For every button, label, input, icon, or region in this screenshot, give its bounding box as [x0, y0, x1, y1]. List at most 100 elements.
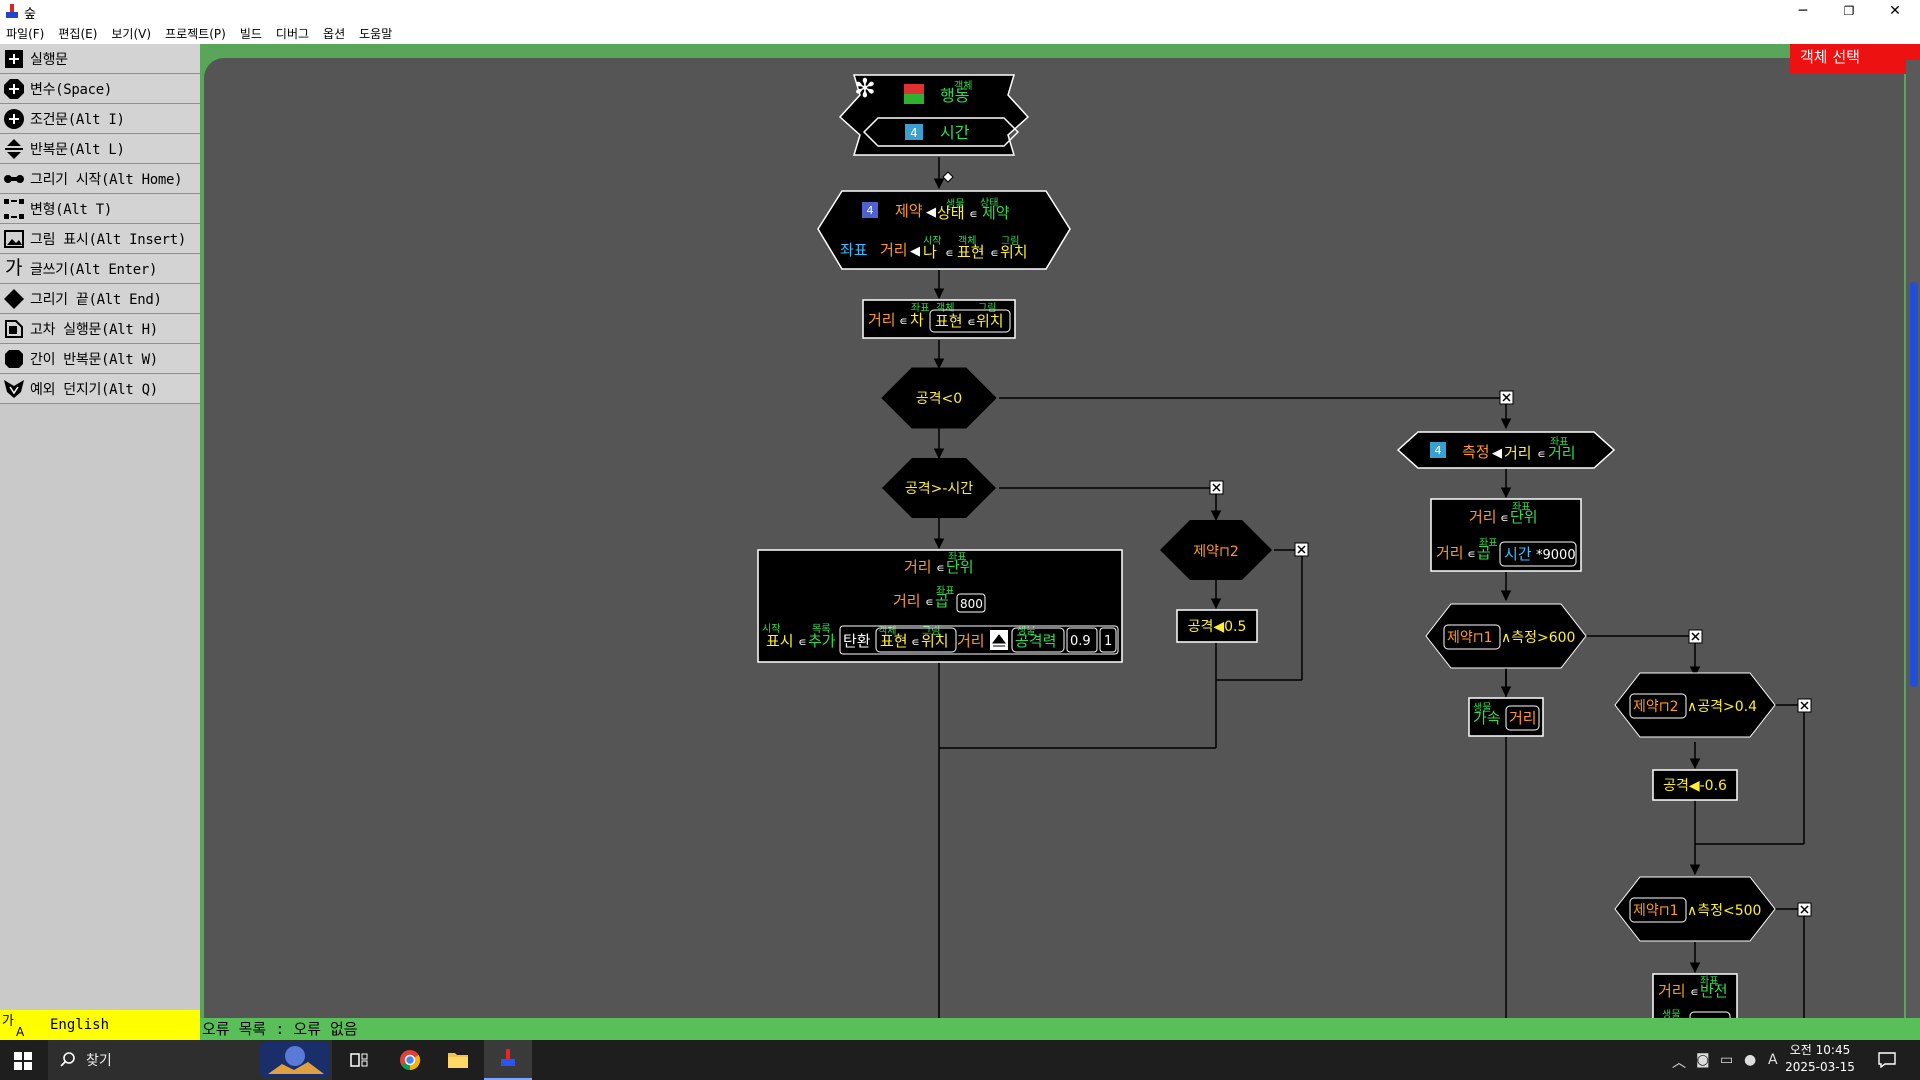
svg-text:좌표: 좌표 [1512, 501, 1530, 513]
condition-node[interactable]: 공격>-시간 [882, 458, 996, 518]
svg-text:◀: ◀ [1492, 446, 1502, 461]
windows-taskbar: 찾기 ︿ ◙ ▭ ● A 오전 10:45 2025-03-15 [0, 1040, 1920, 1080]
param-label: 시간 [940, 123, 970, 142]
statement-node[interactable]: 공격◀-0.6 [1652, 769, 1738, 801]
breakpoint-marker[interactable] [942, 171, 954, 183]
svg-text:차: 차 [910, 311, 924, 329]
svg-text:제약⊓2: 제약⊓2 [1193, 544, 1239, 560]
condition-node[interactable]: 제약⊓1 ∧측정<500 [1614, 876, 1776, 942]
statement-node[interactable]: 공격◀0.5 [1176, 609, 1258, 643]
minimize-button[interactable]: ─ [1798, 3, 1808, 19]
svg-text:반전: 반전 [1700, 982, 1728, 1000]
taskbar-search-box[interactable]: 찾기 [48, 1040, 332, 1080]
svg-text:표현: 표현 [880, 632, 908, 650]
svg-text:객체: 객체 [936, 302, 954, 314]
svg-text:탄환: 탄환 [843, 632, 871, 650]
statement-node[interactable]: 좌표 거리 ∊ 단위 좌표 거리 ∊ 곱 시간 *9000 [1430, 498, 1582, 572]
svg-text:단위: 단위 [946, 558, 974, 576]
false-branch-toggle[interactable] [1797, 698, 1812, 713]
tray-mic-icon[interactable]: ● [1744, 1052, 1757, 1068]
tool-label: 반복문(Alt L) [30, 142, 125, 158]
menu-build[interactable]: 빌드 [239, 27, 262, 41]
menu-edit[interactable]: 편집(E) [58, 27, 98, 41]
svg-text:제약: 제약 [895, 202, 923, 220]
tool-condition[interactable]: 조건문(Alt I) [0, 104, 200, 134]
tool-text[interactable]: 가 글쓰기(Alt Enter) [0, 254, 200, 284]
close-button[interactable]: ✕ [1889, 3, 1901, 19]
statement-node[interactable]: 좌표 객체 그림 거리 ∊ 차 표현 ∊ 위치 [862, 299, 1016, 339]
menu-view[interactable]: 보기(V) [111, 27, 152, 41]
svg-text:공격◀-0.6: 공격◀-0.6 [1663, 778, 1727, 794]
tray-ime-icon[interactable]: A [1768, 1052, 1778, 1068]
restore-button[interactable]: ❐ [1843, 4, 1855, 18]
tool-draw-start[interactable]: 그리기 시작(Alt Home) [0, 164, 200, 194]
chrome-icon[interactable] [399, 1049, 421, 1071]
svg-text:시작: 시작 [923, 235, 941, 247]
svg-text:∊: ∊ [1537, 447, 1546, 461]
flowchart-svg: 객체 행동 4 시간 ✻ 4 생물 상태 제약 ◀ 상태 ∊ 제약 시작 객체 … [757, 74, 1812, 1018]
condition-node[interactable]: 제약⊓2 [1160, 520, 1272, 580]
statement-node[interactable]: 생물 가속 거리 [1468, 697, 1544, 737]
asterisk-icon[interactable]: ✻ [854, 74, 876, 104]
flag-icon [904, 84, 924, 94]
svg-text:제약⊓1: 제약⊓1 [1633, 903, 1679, 919]
false-branch-toggle[interactable] [1209, 480, 1224, 495]
task-view-icon[interactable] [350, 1052, 368, 1068]
tool-picture[interactable]: 그림 표시(Alt Insert) [0, 224, 200, 254]
windows-start-icon[interactable] [14, 1052, 32, 1070]
menu-options[interactable]: 옵션 [323, 27, 346, 41]
svg-text:위치: 위치 [921, 632, 949, 650]
menu-help[interactable]: 도움말 [359, 27, 393, 41]
menu-project[interactable]: 프로젝트(P) [165, 27, 226, 41]
menu-debug[interactable]: 디버그 [275, 27, 310, 41]
statement-node[interactable]: 좌표 거리 ∊ 반전 생물 [1652, 973, 1738, 1018]
taskbar-app-soop[interactable] [484, 1040, 532, 1080]
tool-draw-end[interactable]: 그리기 끝(Alt End) [0, 284, 200, 314]
vertical-scrollbar[interactable] [1906, 60, 1920, 1018]
tool-label: 간이 반복문(Alt W) [30, 352, 158, 368]
tray-chevron-icon[interactable]: ︿ [1672, 1055, 1686, 1071]
svg-text:거리: 거리 [1436, 544, 1464, 562]
window-title: 숲 [24, 7, 36, 22]
tool-variable[interactable]: 변수(Space) [0, 74, 200, 104]
title-bar: 숲 ─ ❐ ✕ [0, 0, 1920, 24]
function-header-node[interactable]: 객체 행동 4 시간 ✻ [838, 74, 1030, 156]
svg-text:∊: ∊ [1690, 985, 1699, 999]
tool-simple-loop[interactable]: 간이 반복문(Alt W) [0, 344, 200, 374]
svg-text:4: 4 [1435, 444, 1442, 457]
scrollbar-thumb[interactable] [1910, 282, 1918, 687]
tool-transform[interactable]: 변형(Alt T) [0, 194, 200, 224]
tool-loop[interactable]: 반복문(Alt L) [0, 134, 200, 164]
false-branch-toggle[interactable] [1688, 629, 1703, 644]
svg-text:∊: ∊ [1500, 511, 1509, 525]
tool-higher-order[interactable]: 고차 실행문(Alt H) [0, 314, 200, 344]
ime-language-indicator[interactable]: 가 A English [0, 1010, 200, 1040]
statement-node[interactable]: 4 좌표 측정 ◀ 거리 ∊ 거리 [1396, 431, 1616, 469]
svg-text:나: 나 [923, 243, 937, 261]
statement-node[interactable]: 4 생물 상태 제약 ◀ 상태 ∊ 제약 시작 객체 그림 좌표 거리 ◀ 나 … [817, 190, 1071, 270]
condition-node[interactable]: 제약⊓2 ∧공격>0.4 [1614, 672, 1776, 738]
condition-node[interactable]: 공격<0 [881, 367, 997, 429]
flowchart-canvas[interactable]: 객체 행동 4 시간 ✻ 4 생물 상태 제약 ◀ 상태 ∊ 제약 시작 객체 … [204, 58, 1904, 1018]
taskbar-clock[interactable]: 오전 10:45 2025-03-15 [1780, 1042, 1860, 1076]
false-branch-toggle[interactable] [1499, 390, 1514, 405]
tool-statement[interactable]: 실행문 [0, 44, 200, 74]
svg-text:그림: 그림 [1001, 235, 1019, 247]
condition-node[interactable]: 제약⊓1 ∧측정>600 [1425, 603, 1587, 669]
svg-text:제약: 제약 [982, 204, 1010, 222]
tool-throw[interactable]: 예외 던지기(Alt Q) [0, 374, 200, 404]
statement-node[interactable]: 좌표 거리 ∊ 단위 좌표 거리 ∊ 곱 800 시작 목록 객체 그림 생물 … [757, 549, 1123, 663]
false-branch-toggle[interactable] [1294, 542, 1309, 557]
file-explorer-icon[interactable] [447, 1050, 469, 1070]
menu-file[interactable]: 파일(F) [6, 27, 45, 41]
tray-camera-icon[interactable]: ◙ [1696, 1052, 1710, 1068]
svg-text:4: 4 [910, 126, 918, 140]
false-branch-toggle[interactable] [1797, 902, 1812, 917]
tray-network-icon[interactable]: ▭ [1720, 1052, 1734, 1068]
object-select-button[interactable]: 객체 선택 [1790, 44, 1920, 74]
svg-text:∧공격>0.4: ∧공격>0.4 [1687, 699, 1757, 715]
svg-text:거리: 거리 [880, 241, 908, 259]
notification-icon[interactable] [1878, 1052, 1896, 1068]
svg-text:거리: 거리 [868, 311, 896, 329]
svg-text:시작: 시작 [762, 623, 780, 635]
